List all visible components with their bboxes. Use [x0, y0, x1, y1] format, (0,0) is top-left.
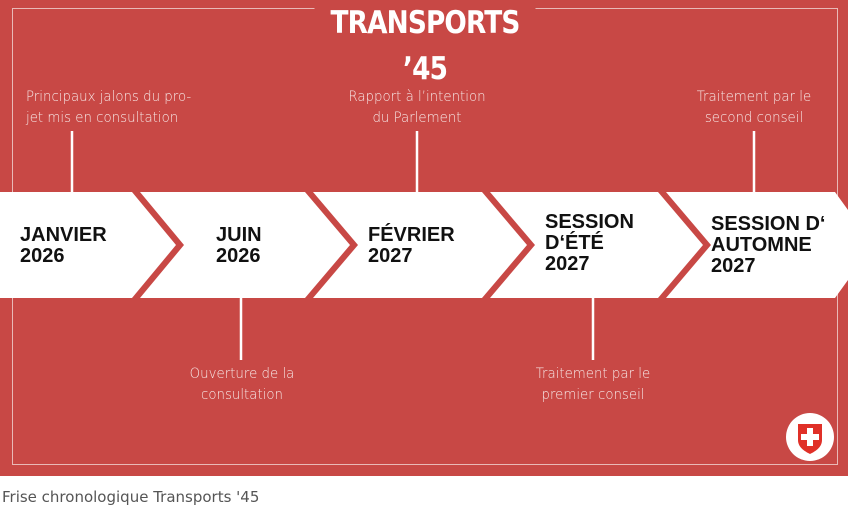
- milestone-note: Rapport à l’intention du Parlement: [325, 87, 509, 129]
- timeline-chevrons: [0, 131, 848, 360]
- note-line: Rapport à l’intention: [348, 89, 486, 105]
- note-line: Traitement par le: [535, 366, 651, 382]
- figure-title: TRANSPORTS ’45: [314, 0, 536, 87]
- date-line: SESSION: [545, 211, 634, 233]
- note-line: Traitement par le: [696, 89, 812, 105]
- milestone-date: SESSION D‘ÉTÉ 2027: [545, 212, 634, 275]
- note-line: Ouverture de la: [189, 366, 295, 382]
- date-line: 2026: [216, 245, 261, 267]
- timeline-figure: TRANSPORTS ’45 Principaux jalons du pro-…: [0, 0, 848, 476]
- chevron-2: [140, 192, 350, 298]
- milestone-note: Principaux jalons du pro- jet mis en con…: [26, 87, 210, 129]
- date-line: 2027: [545, 253, 590, 275]
- date-line: SESSION D‘: [711, 213, 826, 235]
- milestone-date: SESSION D‘ AUTOMNE 2027: [711, 214, 825, 277]
- milestone-note: Traitement par le premier conseil: [501, 364, 685, 406]
- date-line: JANVIER: [20, 224, 107, 246]
- chevron-4: [490, 192, 703, 298]
- milestone-date: JUIN 2026: [216, 225, 262, 267]
- milestone-note: Traitement par le second conseil: [662, 87, 846, 129]
- milestone-date: JANVIER 2026: [20, 225, 107, 267]
- note-line: Principaux jalons du pro-: [26, 89, 192, 105]
- note-line: du Parlement: [372, 110, 462, 126]
- figure-caption: Frise chronologique Transports '45: [2, 488, 260, 506]
- milestone-date: FÉVRIER 2027: [368, 225, 455, 267]
- date-line: JUIN: [216, 224, 262, 246]
- note-line: consultation: [200, 387, 284, 403]
- note-line: second conseil: [704, 110, 804, 126]
- note-line: jet mis en consultation: [26, 110, 179, 126]
- chevron-3: [313, 192, 527, 298]
- date-line: 2026: [20, 245, 65, 267]
- date-line: 2027: [368, 245, 413, 267]
- chevron-5: [666, 192, 848, 298]
- note-line: premier conseil: [541, 387, 645, 403]
- milestone-note: Ouverture de la consultation: [155, 364, 330, 406]
- date-line: 2027: [711, 255, 756, 277]
- swiss-emblem-icon: [786, 413, 834, 461]
- chevron-1: [0, 192, 176, 298]
- date-line: D‘ÉTÉ: [545, 232, 604, 254]
- date-line: AUTOMNE: [711, 234, 812, 256]
- date-line: FÉVRIER: [368, 224, 455, 246]
